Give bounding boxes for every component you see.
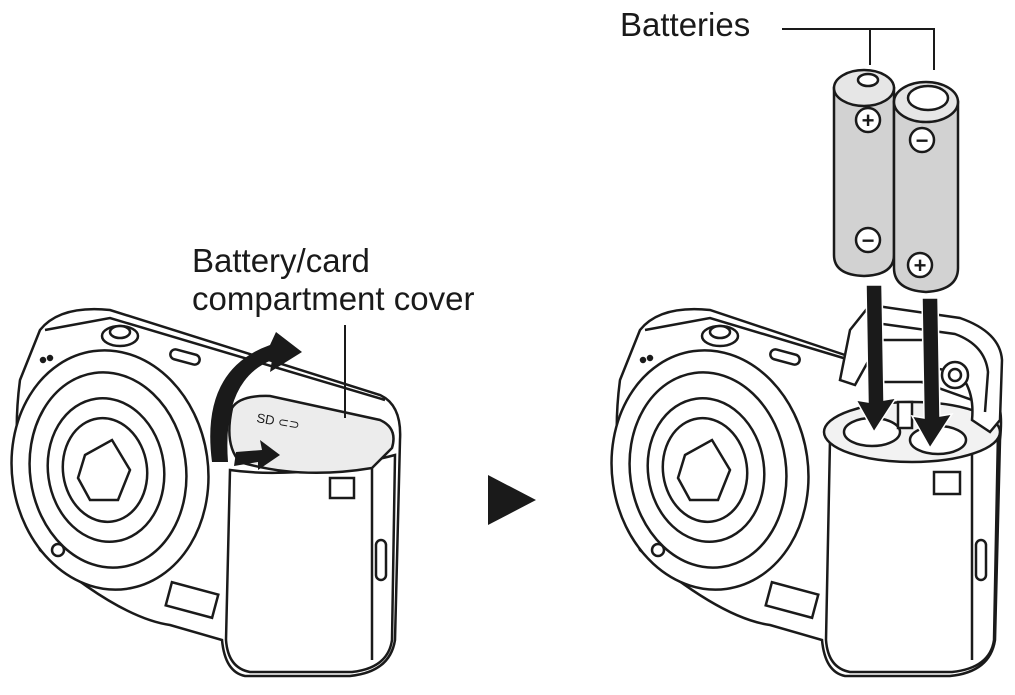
down-arrow-icon [854,284,954,450]
cover-marking: SD ⊂⊃ [255,410,300,432]
cover-inner-panel [878,338,932,384]
cover-latch-right [932,470,962,496]
cover-label-line-2: compartment cover [192,280,475,317]
batteries-callout-line [782,28,935,70]
battery-left-plus: + [862,108,875,133]
battery-right-plus: + [914,253,927,278]
camera-top-edge-right [644,316,851,362]
battery-right [892,80,960,294]
cover-latch [328,476,356,500]
camera-screw [50,542,66,558]
slot-divider [896,400,914,430]
battery-right-minus: − [916,128,929,153]
cover-contact-inner [947,367,963,383]
play-triangle-icon [488,475,536,525]
camera-open [610,303,1004,678]
mic-dot [646,354,654,362]
polarity-marks: + − − + [862,108,929,278]
top-slot-right [769,348,801,366]
mic-dot [639,356,647,364]
battery-left [832,68,896,278]
camera-closed: SD ⊂⊃ [10,308,402,678]
shutter-button-top [108,324,132,340]
shutter-button-top-right [708,324,732,340]
battery-left-minus: − [862,228,875,253]
cover-label-line-1: Battery/card [192,242,370,279]
camera-screw-right [650,542,666,558]
curved-arrow-icon [210,332,302,470]
open-cover-inner [867,320,990,413]
side-switch-right [974,538,988,582]
camera-grip [224,453,397,674]
lens-shutter [76,438,132,502]
bottom-port [164,580,220,620]
mic-dot [46,354,54,362]
mic-dot [39,356,47,364]
bottom-port-right [764,580,820,620]
top-slot [169,348,201,366]
side-switch [374,538,388,582]
lens-shutter-right [676,438,732,502]
camera-top-edge [44,316,386,402]
batteries-label: Batteries [620,6,751,43]
